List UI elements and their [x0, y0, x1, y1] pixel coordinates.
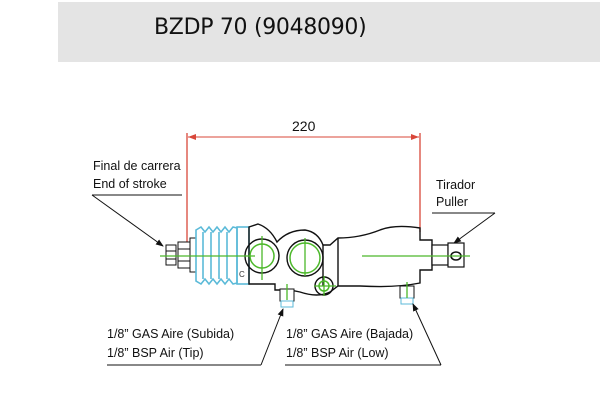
body-mark: C	[239, 270, 245, 279]
leader-puller	[453, 212, 496, 244]
leader-end-of-stroke	[91, 194, 164, 247]
leader-air-low	[412, 303, 442, 366]
page-title: BZDP 70 (9048090)	[154, 15, 367, 40]
label-end-of-stroke-line2: End of stroke	[93, 177, 167, 191]
dimension-220: 220	[186, 118, 421, 245]
dimension-value: 220	[292, 118, 316, 134]
puller	[431, 242, 465, 268]
label-end-of-stroke: Final de carrera End of stroke	[91, 159, 182, 247]
leader-air-tip	[260, 308, 284, 366]
label-puller: Tirador Puller	[432, 178, 496, 244]
label-puller-line1: Tirador	[436, 178, 475, 192]
title-bar: BZDP 70 (9048090)	[58, 2, 600, 62]
label-puller-line2: Puller	[436, 195, 468, 209]
label-air-tip-line2: 1/8” BSP Air (Tip)	[107, 346, 204, 360]
label-air-tip-line1: 1/8” GAS Aire (Subida)	[107, 327, 234, 341]
end-of-stroke-fitting	[165, 237, 197, 273]
label-air-low-line2: 1/8” BSP Air (Low)	[286, 346, 389, 360]
centerlines	[160, 236, 470, 300]
label-end-of-stroke-line1: Final de carrera	[93, 159, 181, 173]
valve-body	[248, 223, 433, 296]
label-air-low: 1/8” GAS Aire (Bajada) 1/8” BSP Air (Low…	[285, 303, 442, 366]
label-air-low-line1: 1/8” GAS Aire (Bajada)	[286, 327, 413, 341]
label-air-tip: 1/8” GAS Aire (Subida) 1/8” BSP Air (Tip…	[107, 308, 284, 366]
